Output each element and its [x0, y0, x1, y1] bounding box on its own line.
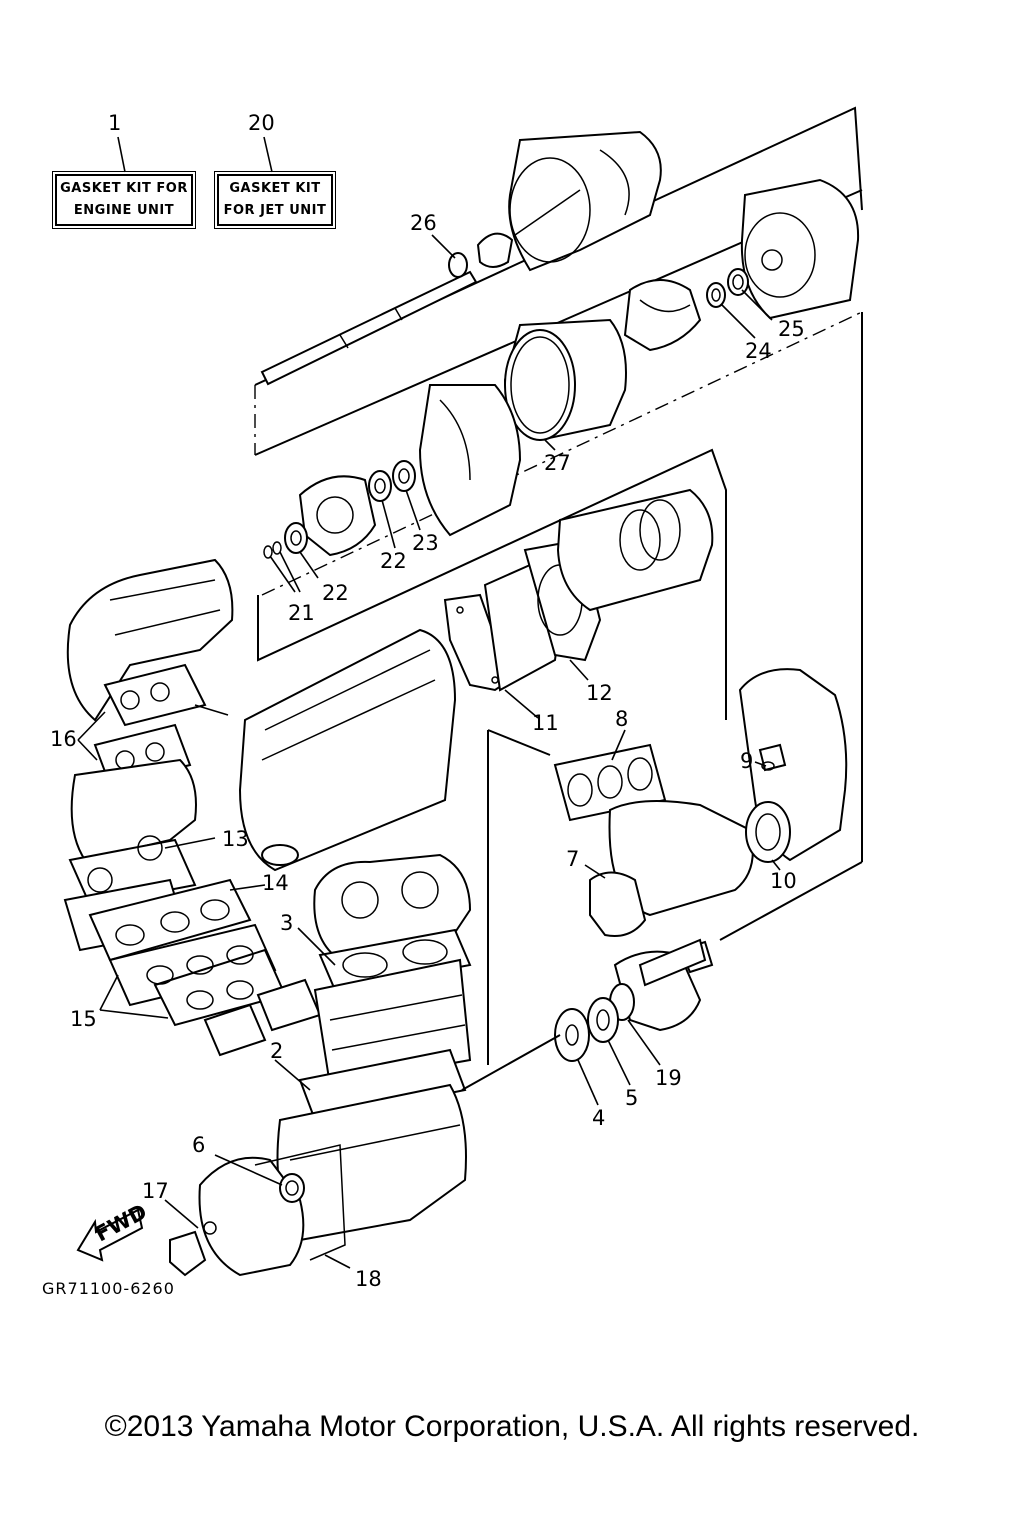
jet-kit-line1: GASKET KIT: [229, 181, 321, 196]
seal-22a: [368, 470, 392, 502]
callout-9: 9: [740, 749, 753, 773]
callout-2: 2: [270, 1039, 283, 1063]
callout-12: 12: [586, 681, 613, 705]
callout-8: 8: [615, 707, 628, 731]
gasket-15: [108, 923, 287, 1027]
callout-26: 26: [410, 211, 437, 235]
callout-numbers: 1 20 2 3 4 5 6 7 8 9 10 11 12 13 14 15 1…: [50, 111, 805, 1291]
magneto-cover: [198, 1144, 346, 1277]
callout-25: 25: [778, 317, 805, 341]
callout-6: 6: [192, 1133, 205, 1157]
impeller: [623, 279, 702, 352]
nose-cone: [476, 232, 514, 268]
water-box: [738, 668, 848, 863]
expansion-chamber: [556, 488, 714, 612]
leader-lines: [77, 136, 781, 1269]
intake-duct: [418, 384, 522, 537]
gasket-10: [745, 801, 791, 863]
callout-19: 19: [655, 1066, 682, 1090]
seal-6: [279, 1173, 305, 1203]
callout-4: 4: [592, 1106, 605, 1130]
callout-10: 10: [770, 869, 797, 893]
callout-13: 13: [222, 827, 249, 851]
callout-14: 14: [262, 871, 289, 895]
callout-3: 3: [280, 911, 293, 935]
seal-4: [554, 1008, 590, 1062]
callout-15: 15: [70, 1007, 97, 1031]
callout-21: 21: [288, 601, 315, 625]
flange-7: [589, 871, 647, 937]
jet-gasket-kit-label: GASKET KIT FOR JET UNIT: [214, 171, 336, 229]
jet-kit-line2: FOR JET UNIT: [223, 203, 327, 218]
jet-nozzle: [740, 178, 860, 320]
cap-9: [758, 743, 787, 772]
seal-24: [706, 282, 726, 308]
exhaust-manifold-right: [589, 800, 754, 937]
callout-23: 23: [412, 531, 439, 555]
callout-22-upper: 22: [380, 549, 407, 573]
part-code: GR71100-6260: [42, 1279, 175, 1298]
engine-gasket-kit-label: GASKET KIT FOR ENGINE UNIT: [52, 171, 196, 229]
callout-17: 17: [142, 1179, 169, 1203]
exhaust-muffler: [238, 628, 457, 872]
seal-23: [392, 460, 416, 492]
o-ring-27: [504, 329, 576, 441]
fwd-arrow-icon: FWD: [76, 1199, 151, 1262]
callout-24: 24: [745, 339, 772, 363]
callout-7: 7: [566, 847, 579, 871]
gasket-11: [443, 593, 512, 692]
callout-27: 27: [544, 451, 571, 475]
part-17: [169, 1230, 207, 1277]
engine-kit-line1: GASKET KIT FOR: [60, 181, 188, 196]
crankcase: [276, 1083, 467, 1242]
callout-18: 18: [355, 1267, 382, 1291]
callout-11: 11: [532, 711, 559, 735]
gasket-18: [254, 1144, 346, 1261]
o-ring-21a: [263, 545, 273, 559]
seal-22b: [284, 522, 308, 554]
base-gasket-2: [298, 1048, 467, 1122]
o-ring-21b: [272, 541, 282, 555]
callout-1: 1: [108, 111, 121, 135]
callout-5: 5: [625, 1086, 638, 1110]
drive-shaft: [260, 255, 478, 386]
reed-valves: [203, 978, 322, 1057]
bearing-housing: [298, 475, 377, 557]
stator-housing: [503, 318, 627, 442]
gasket-14: [88, 878, 252, 962]
jet-pump-housing: [508, 130, 662, 272]
seal-25: [727, 268, 749, 296]
engine-kit-line2: ENGINE UNIT: [73, 203, 175, 218]
head-gasket-3: [318, 928, 472, 992]
seal-5: [587, 997, 619, 1043]
gasket-13: [137, 835, 163, 861]
callout-16: 16: [50, 727, 77, 751]
exhaust-elbow: [66, 558, 234, 722]
callout-20: 20: [248, 111, 275, 135]
o-ring-26: [448, 252, 468, 278]
copyright-notice: ©2013 Yamaha Motor Corporation, U.S.A. A…: [104, 1410, 920, 1443]
engine-frame-right: [461, 729, 863, 1091]
callout-22-lower: 22: [322, 581, 349, 605]
